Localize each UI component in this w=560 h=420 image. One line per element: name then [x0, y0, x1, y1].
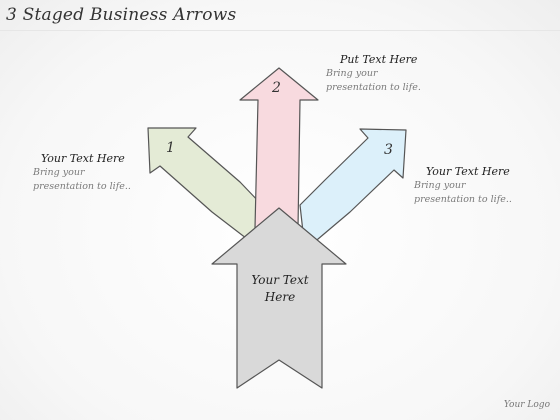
- callout-right: Your Text Here Bring your presentation t…: [414, 165, 512, 207]
- arrow-2-number: 2: [272, 80, 281, 96]
- arrow-1-number: 1: [166, 140, 175, 156]
- callout-left-body: Bring your presentation to life..: [33, 167, 131, 192]
- arrow-2: [239, 67, 319, 229]
- arrow-1: [147, 127, 263, 246]
- callout-top-heading: Put Text Here: [340, 53, 418, 66]
- callout-top: Put Text Here Bring your presentation to…: [326, 53, 421, 95]
- callout-left: Your Text Here Bring your presentation t…: [33, 152, 131, 194]
- center-arrow: [211, 207, 347, 389]
- center-arrow-label: Your Text Here: [251, 273, 309, 304]
- callout-right-body: Bring your presentation to life..: [414, 180, 512, 205]
- callout-right-heading: Your Text Here: [426, 165, 510, 178]
- arrow-3: [299, 128, 407, 251]
- logo-placeholder: Your Logo: [503, 400, 550, 410]
- callout-top-body: Bring your presentation to life.: [326, 68, 421, 93]
- callout-left-heading: Your Text Here: [41, 152, 125, 165]
- title-divider: [0, 30, 560, 31]
- arrow-3-number: 3: [384, 142, 393, 158]
- page-title: 3 Staged Business Arrows: [6, 5, 237, 25]
